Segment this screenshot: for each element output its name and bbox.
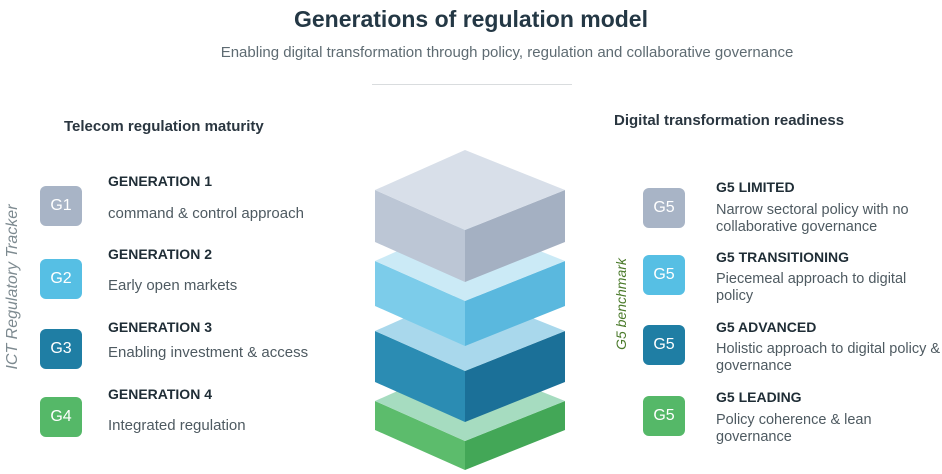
generation-1-desc: command & control approach [108,205,304,222]
generation-3-desc: Enabling investment & access [108,344,309,361]
generation-3-title: GENERATION 3 [108,319,212,335]
stack-layer-4-left [375,401,465,470]
g5-transitioning-desc: Piecemeal approach to digital policy [716,271,907,304]
page-subtitle: Enabling digital transformation through … [220,44,794,61]
left-column-heading: Telecom regulation maturity [64,118,264,135]
g5-leading-title: G5 LEADING [716,389,802,405]
g5-transitioning-title: G5 TRANSITIONING [716,249,850,265]
stack-layer-2-right [465,261,565,346]
layer-stack-diagram [375,150,565,470]
stack-layer-1-left [375,190,465,282]
badge-g5-transitioning: G5 [643,255,685,295]
badge-g5-advanced: G5 [643,325,685,365]
badge-g1: G1 [40,186,82,226]
g5-advanced-title: G5 ADVANCED [716,319,817,335]
stack-layer-1-right [465,190,565,282]
stack-layer-3-left [375,331,465,422]
divider [372,84,572,85]
generation-4-desc: Integrated regulation [108,417,246,434]
generation-1-title: GENERATION 1 [108,173,212,189]
stack-layer-4-right [465,401,565,470]
g5-limited-title: G5 LIMITED [716,179,795,195]
g5-leading-desc: Policy coherence & lean governance [716,412,872,445]
stack-layer-1-top [375,150,565,230]
g5-advanced-desc: Holistic approach to digital policy & go… [716,341,941,374]
generation-2-desc: Early open markets [108,277,238,294]
badge-g3: G3 [40,329,82,369]
ict-regulatory-tracker-label: ICT Regulatory Tracker [4,204,21,370]
right-column-heading: Digital transformation readiness [614,112,845,129]
generation-4-title: GENERATION 4 [108,386,212,402]
g5-limited-desc: Narrow sectoral policy with no collabora… [716,202,909,235]
badge-g4: G4 [40,397,82,437]
stack-layer-3-right [465,331,565,422]
badge-g2: G2 [40,259,82,299]
g5-benchmark-label: G5 benchmark [613,258,629,350]
stack-layer-1 [375,150,565,282]
page-title: Generations of regulation model [294,6,648,32]
badge-g5-limited: G5 [643,188,685,228]
badge-g5-leading: G5 [643,396,685,436]
generation-2-title: GENERATION 2 [108,246,212,262]
stack-layer-2-left [375,261,465,346]
